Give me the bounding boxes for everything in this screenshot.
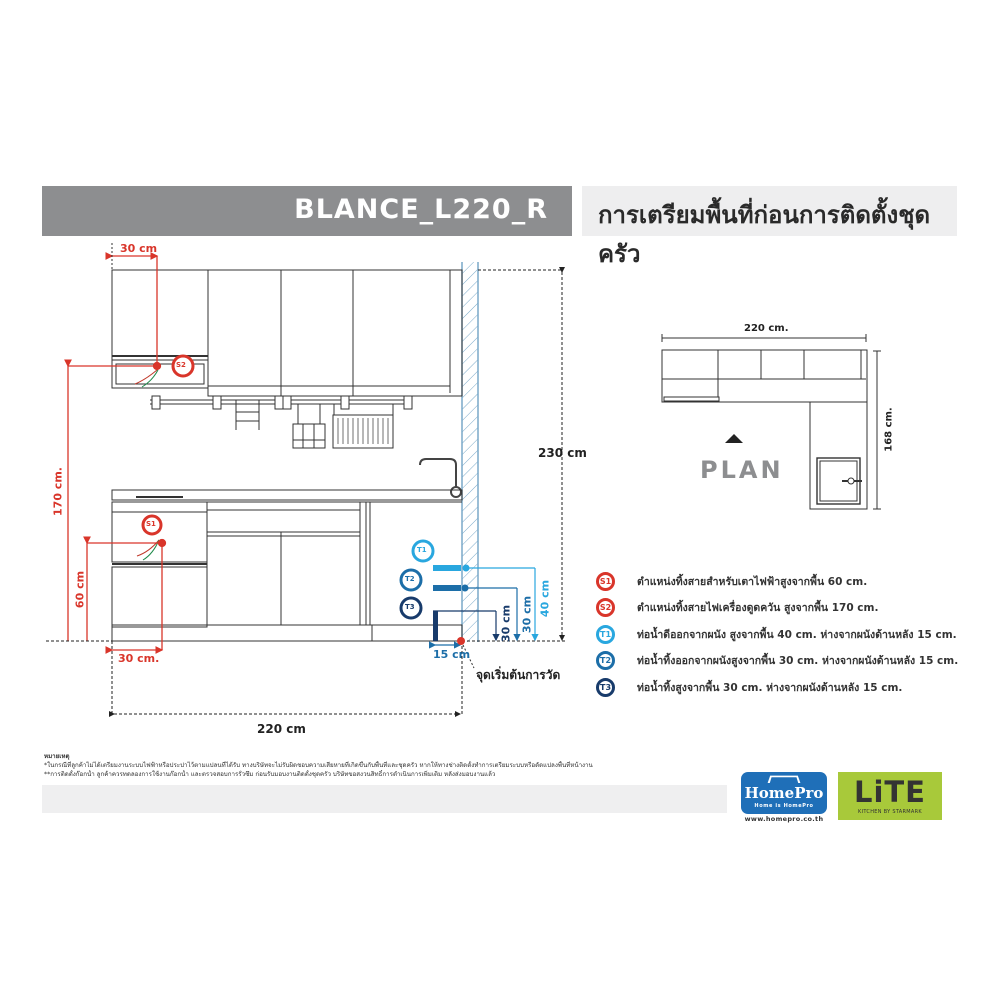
- legend-text: ท่อน้ำดีออกจากผนัง สูงจากพื้น 40 cm. ห่า…: [637, 628, 957, 641]
- plan-label: PLAN: [700, 456, 784, 484]
- legend-item-s2: S2 ตำแหน่งทิ้งสายไฟเครื่องดูดควัน สูงจาก…: [596, 595, 966, 622]
- section-title-bar: การเตรียมพื้นที่ก่อนการติดตั้งชุดครัว: [582, 186, 957, 268]
- legend-text: ท่อน้ำทิ้งออกจากผนังสูงจากพื้น 30 cm. ห่…: [637, 655, 959, 668]
- measurement-origin-point: [457, 637, 465, 645]
- marker-t2: T2: [405, 575, 415, 583]
- plan-view: [661, 334, 881, 510]
- notes-line-2: **การติดตั้งก๊อกน้ำ ลูกค้าควรทดลองการใช้…: [44, 771, 496, 778]
- dim-total-width: 220 cm: [257, 722, 306, 736]
- dim-t-offset: 15 cm: [433, 648, 471, 661]
- water-pipes: [429, 564, 539, 669]
- overall-dimensions: [46, 267, 565, 717]
- house-roof-icon: [767, 775, 801, 783]
- dim-total-height: 230 cm: [538, 446, 587, 460]
- drawing-markers: [141, 354, 435, 620]
- marker-s2: S2: [176, 361, 186, 369]
- legend-item-t1: T1 ท่อน้ำดีออกจากผนัง สูงจากพื้น 40 cm. …: [596, 621, 966, 648]
- marker-t3: T3: [405, 603, 415, 611]
- legend-text: ตำแหน่งทิ้งสายไฟเครื่องดูดควัน สูงจากพื้…: [637, 602, 879, 615]
- t2-badge-icon: T2: [596, 651, 615, 671]
- lite-tagline: KITCHEN BY STARMARK: [858, 809, 922, 815]
- s2-badge-icon: S2: [596, 598, 615, 618]
- dim-top-offset: 30 cm: [120, 242, 158, 255]
- dim-t3-height: 30 cm: [499, 604, 513, 643]
- homepro-logo: HomePro Home is HomePro: [741, 772, 827, 814]
- legend-item-t2: T2 ท่อน้ำทิ้งออกจากผนังสูงจากพื้น 30 cm.…: [596, 648, 966, 675]
- lite-name: LiTE: [853, 775, 926, 809]
- faucet: [419, 458, 462, 498]
- section-title: การเตรียมพื้นที่ก่อนการติดตั้งชุดครัว: [598, 201, 931, 268]
- lite-logo: LiTE KITCHEN BY STARMARK: [838, 772, 942, 820]
- homepro-tagline: Home is HomePro: [754, 803, 814, 809]
- base-cabinets: [111, 489, 463, 642]
- plan-width: 220 cm.: [744, 323, 789, 334]
- dim-bottom-offset: 30 cm.: [118, 652, 160, 665]
- upper-cabinets: [111, 269, 463, 397]
- measurement-origin-label: จุดเริ่มต้นการวัด: [476, 668, 561, 682]
- dim-hood-height: 170 cm.: [51, 467, 65, 516]
- legend-item-t3: T3 ท่อน้ำทิ้งสูงจากพื้น 30 cm. ห่างจากผน…: [596, 674, 966, 701]
- legend-item-s1: S1 ตำแหน่งทิ้งสายสำหรับเตาไฟฟ้าสูงจากพื้…: [596, 568, 966, 595]
- marker-s1: S1: [146, 520, 156, 528]
- homepro-name: HomePro: [744, 784, 824, 802]
- s1-badge-icon: S1: [596, 571, 615, 591]
- notes-line-1: *ในกรณีที่ลูกค้าไม่ได้เตรียมงานระบบไฟฟ้า…: [44, 762, 593, 769]
- model-title: BLANCE_L220_R: [294, 194, 548, 225]
- marker-t1: T1: [417, 546, 427, 554]
- dim-stove-height: 60 cm: [73, 570, 87, 609]
- legend: S1 ตำแหน่งทิ้งสายสำหรับเตาไฟฟ้าสูงจากพื้…: [596, 568, 966, 701]
- dim-t1-height: 40 cm: [538, 579, 552, 618]
- electrical-dimensions: [64, 252, 167, 654]
- hanging-rail: [150, 395, 413, 449]
- plan-direction-arrow-icon: [725, 434, 743, 443]
- footer-band: [42, 785, 727, 813]
- dim-t2-height: 30 cm: [520, 595, 534, 634]
- legend-text: ตำแหน่งทิ้งสายสำหรับเตาไฟฟ้าสูงจากพื้น 6…: [637, 575, 868, 588]
- legend-text: ท่อน้ำทิ้งสูงจากพื้น 30 cm. ห่างจากผนังด…: [637, 681, 903, 694]
- notes-heading: หมายเหตุ: [44, 753, 70, 760]
- t1-badge-icon: T1: [596, 624, 615, 644]
- model-title-bar: BLANCE_L220_R: [42, 186, 572, 236]
- homepro-url: www.homepro.co.th: [744, 815, 824, 823]
- t3-badge-icon: T3: [596, 677, 615, 697]
- notes: หมายเหตุ *ในกรณีที่ลูกค้าไม่ได้เตรียมงาน…: [44, 752, 604, 779]
- plan-depth: 168 cm.: [883, 407, 895, 452]
